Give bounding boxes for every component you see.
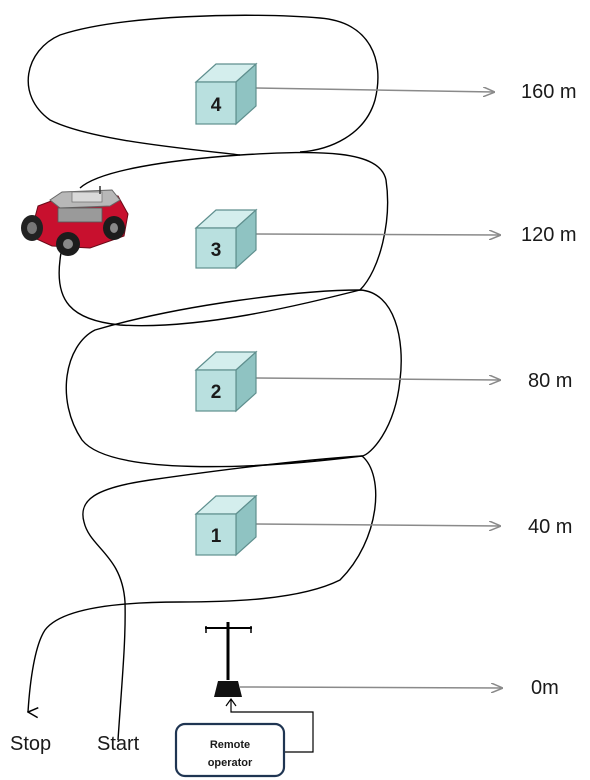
remote-operator-line2: operator: [208, 757, 253, 769]
marker-number-3: 3: [211, 240, 222, 261]
start-label: Start: [97, 733, 140, 755]
robot-path-top-loop: [27, 14, 379, 156]
marker-number-4: 4: [211, 95, 222, 116]
marker-number-2: 2: [211, 382, 222, 403]
stop-label: Stop: [10, 733, 51, 755]
robot-path-start: [82, 455, 363, 741]
distance-arrow-160: [255, 88, 494, 92]
operator-link: [230, 700, 314, 753]
distance-label-120: 120 m: [521, 224, 577, 246]
marker-box-1: 1: [194, 494, 258, 557]
distance-arrow-40: [255, 524, 500, 526]
distance-label-160: 160 m: [521, 81, 577, 103]
remote-operator-box: Remote operator: [174, 722, 286, 778]
robot-path-loop-2: [65, 289, 402, 468]
robot-path-loop-1: [28, 455, 377, 712]
marker-box-2: 2: [194, 350, 258, 413]
distance-arrow-80: [255, 378, 500, 380]
robot-vehicle-image: [21, 186, 129, 256]
marker-number-1: 1: [211, 526, 222, 547]
distance-label-40: 40 m: [528, 516, 572, 538]
distance-label-80: 80 m: [528, 370, 572, 392]
marker-box-4: 4: [194, 62, 258, 126]
antenna-station: [205, 622, 252, 697]
distance-label-0: 0m: [531, 677, 559, 699]
marker-box-3: 3: [194, 208, 258, 270]
remote-operator-line1: Remote: [210, 739, 250, 751]
distance-arrow-0: [239, 687, 502, 688]
distance-arrow-120: [255, 234, 500, 235]
robot-path-loop-4: [79, 151, 389, 291]
